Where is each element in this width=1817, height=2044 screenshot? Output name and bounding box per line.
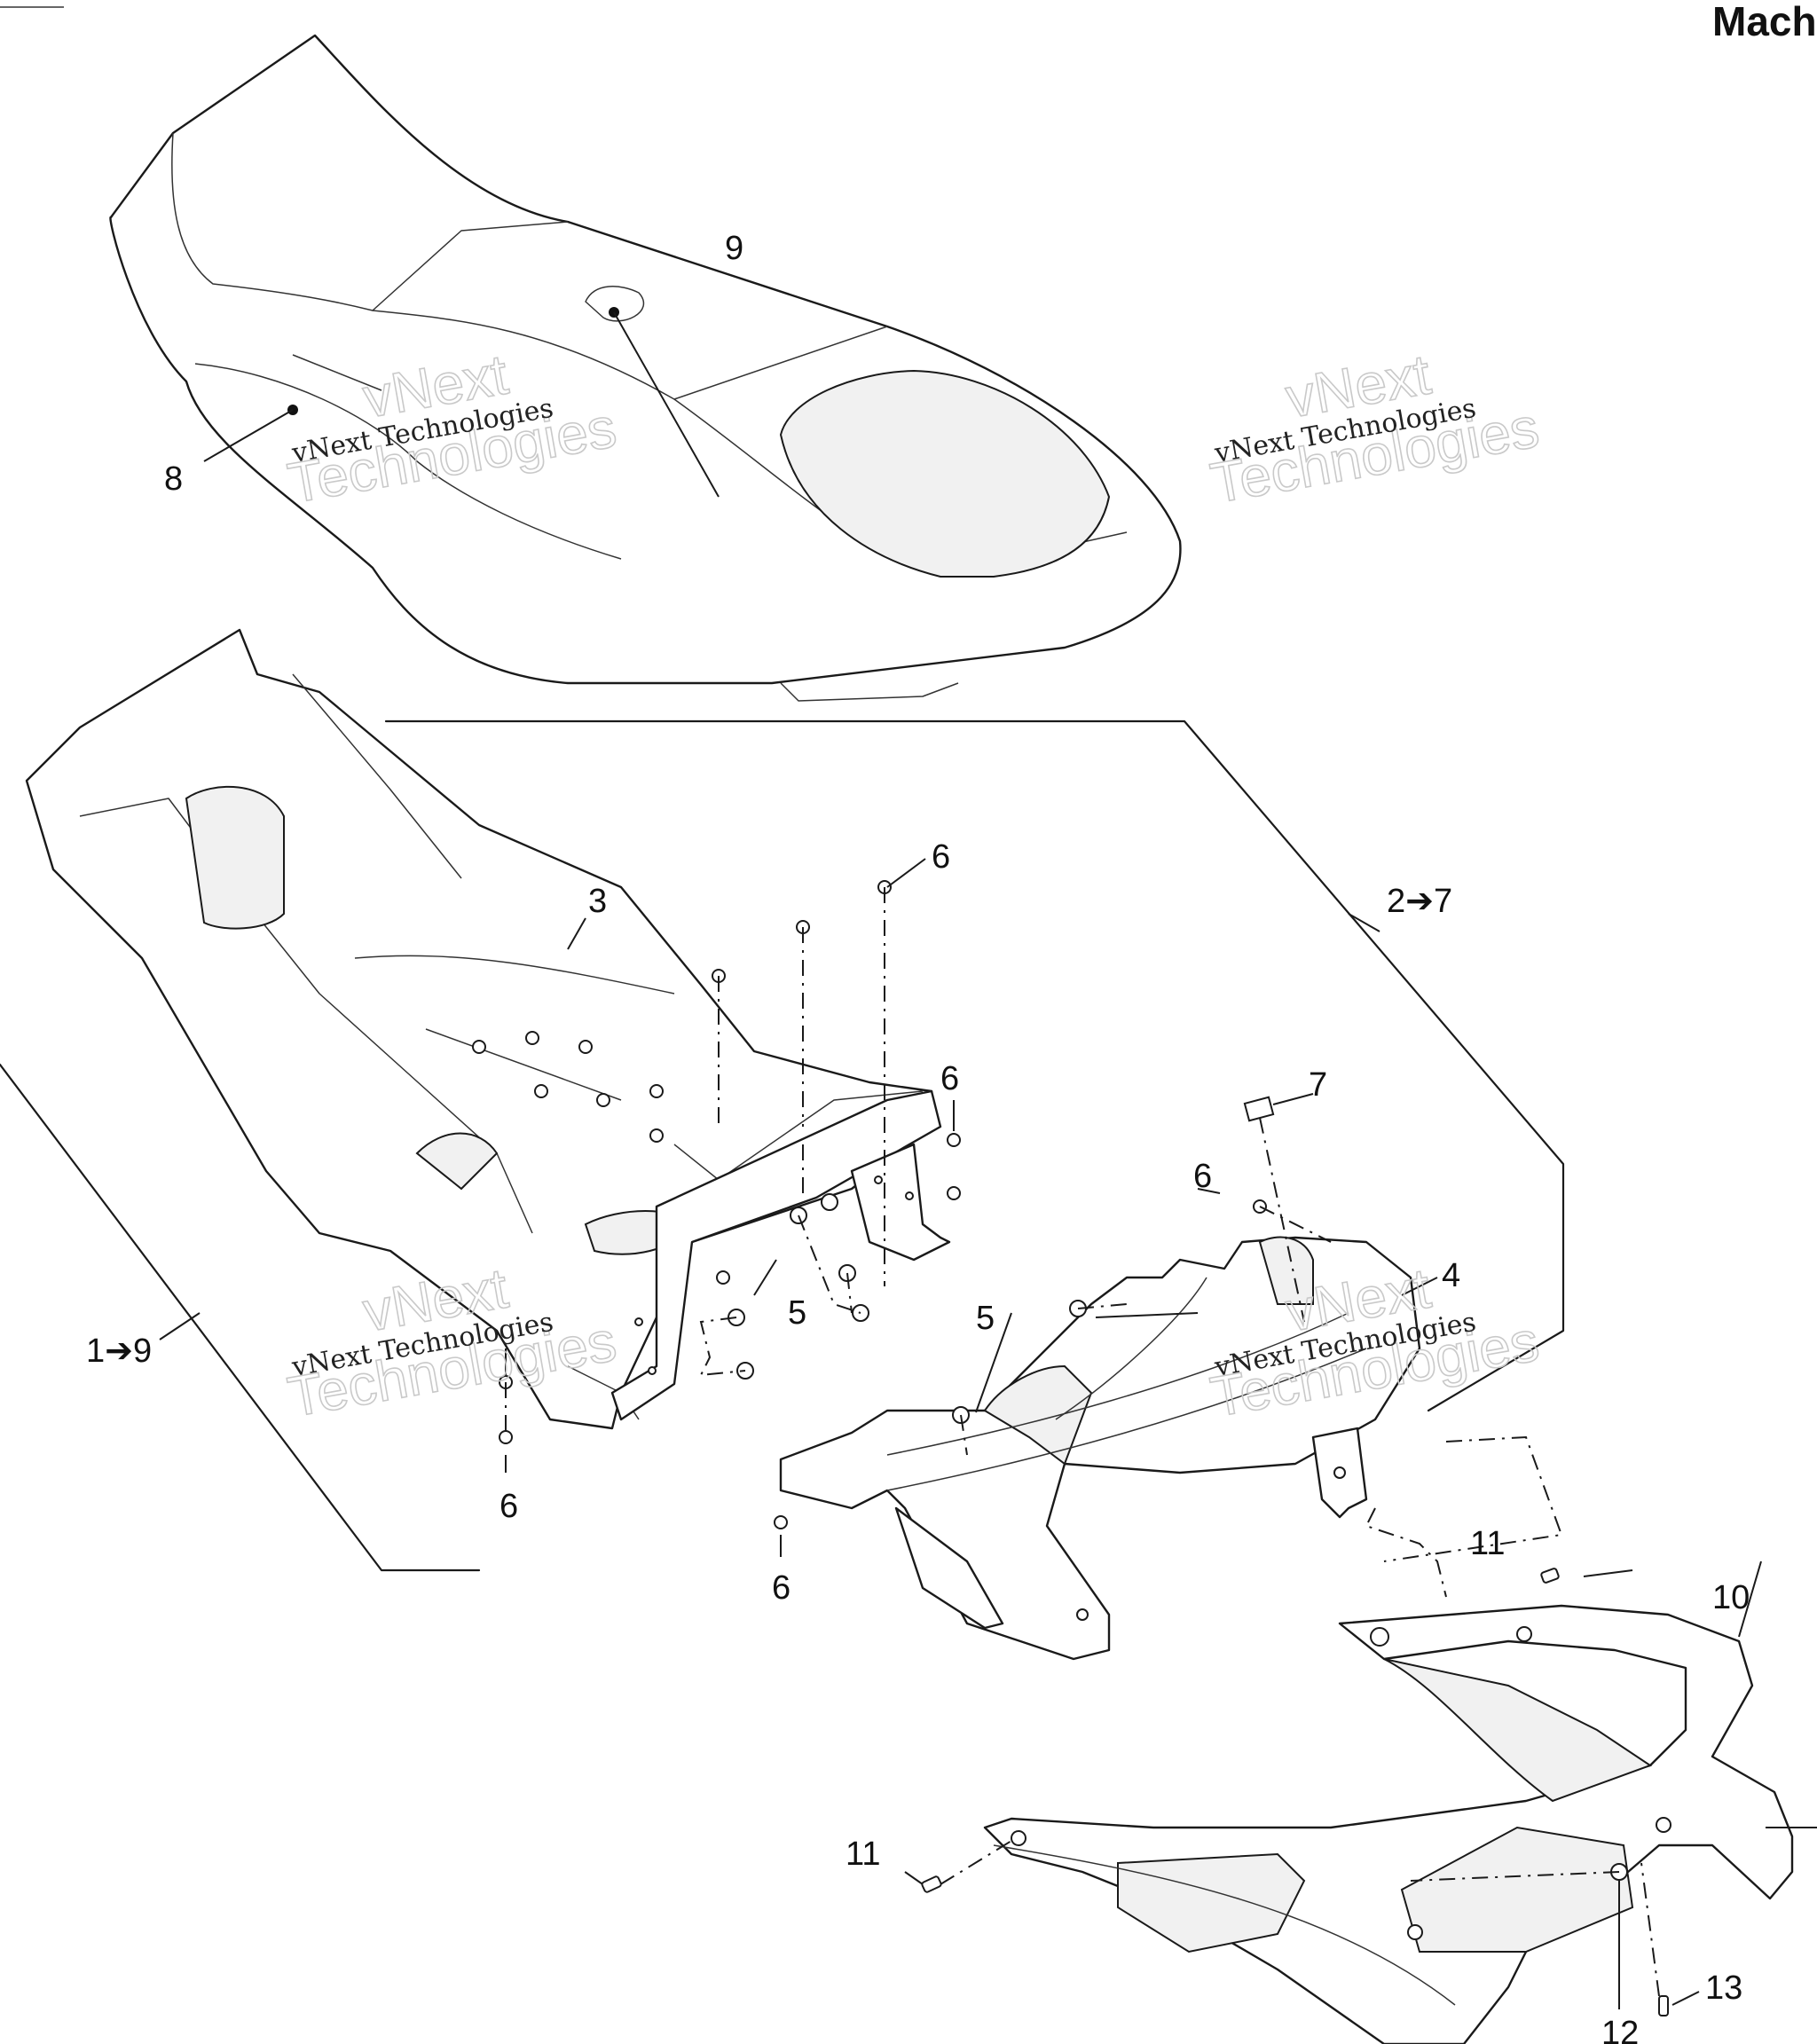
assembly-lines [505, 887, 1660, 1997]
washer-icon [499, 1430, 513, 1444]
leader-lines [0, 311, 1817, 2009]
callout-8: 8 [164, 460, 183, 498]
mounting-bracket-part [610, 1089, 951, 1421]
callout-1-9: 1➔9 [86, 1333, 152, 1370]
watermark-right-top: vNext Technologies vNext Technologies [1206, 342, 1545, 516]
lower-cover-part [983, 1604, 1794, 2044]
callout-10: 10 [1712, 1579, 1750, 1616]
callout-labels: 9 8 3 6 6 2➔7 7 6 4 5 5 1➔9 6 6 11 10 11… [86, 230, 1750, 2044]
screw-icon [1540, 1568, 1560, 1584]
callout-6-top: 6 [932, 838, 950, 876]
callout-6-bottom: 6 [772, 1569, 791, 1607]
callout-12: 12 [1601, 2015, 1639, 2044]
callout-7: 7 [1309, 1066, 1327, 1104]
callout-6-right: 6 [1193, 1158, 1212, 1195]
page-title: Mach [1712, 0, 1817, 44]
callout-9: 9 [725, 230, 743, 267]
washer-icon [947, 1186, 961, 1200]
screw-icon [921, 1875, 942, 1893]
group-bracket-2-7 [384, 719, 1565, 1412]
callout-6-mid: 6 [940, 1060, 959, 1097]
washer-icon [947, 1133, 961, 1147]
callout-11-bottom: 11 [846, 1836, 880, 1873]
washer-icon [716, 1270, 730, 1285]
fasteners [499, 880, 1669, 2016]
seat-part [109, 34, 1182, 702]
callout-2-7: 2➔7 [1387, 883, 1452, 920]
callout-4: 4 [1442, 1257, 1460, 1294]
callout-3: 3 [588, 883, 607, 920]
callout-6-bottom-left: 6 [499, 1488, 518, 1525]
callout-11-top: 11 [1470, 1525, 1505, 1562]
callout-13: 13 [1705, 1969, 1742, 2007]
screw-icon [1658, 1995, 1669, 2016]
clip-icon [1243, 1096, 1275, 1122]
callout-5-right: 5 [976, 1300, 995, 1337]
callout-5-left: 5 [788, 1294, 806, 1332]
nut-icon [821, 1193, 838, 1211]
washer-icon [774, 1515, 788, 1529]
front-support-part [779, 1236, 1421, 1661]
